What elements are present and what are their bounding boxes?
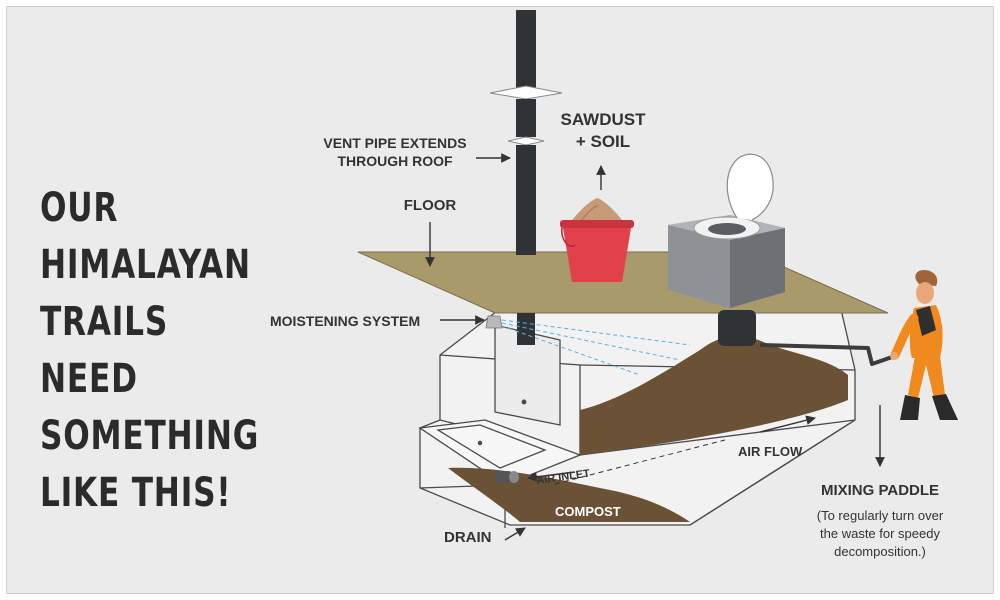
- air-inlet-tube: [494, 471, 519, 483]
- sawdust-bucket-icon: [560, 198, 634, 282]
- mixing-paddle-note: decomposition.): [834, 544, 926, 559]
- worker-icon: [890, 270, 958, 420]
- moistening-nozzle: [485, 315, 691, 376]
- headline-line: HIMALAYAN: [40, 242, 251, 288]
- floor-label: FLOOR: [404, 197, 457, 214]
- headline: OUR HIMALAYAN TRAILS NEED SOMETHING LIKE…: [40, 180, 259, 522]
- drain-label: DRAIN: [444, 529, 492, 546]
- drain-arrow: [504, 527, 526, 541]
- sawdust-label: SAWDUST: [561, 110, 647, 129]
- vent-pipe-icon: [489, 10, 563, 345]
- air-flow-label: AIR FLOW: [738, 444, 803, 459]
- headline-line: NEED: [40, 356, 138, 402]
- headline-line: OUR: [40, 185, 119, 231]
- moistening-system-label: MOISTENING SYSTEM: [270, 313, 420, 329]
- air-flow-arrow: [759, 415, 816, 433]
- drop-pipe: [718, 310, 756, 346]
- vent-pipe-label: THROUGH ROOF: [337, 153, 453, 169]
- mixing-paddle-label: MIXING PADDLE: [821, 482, 939, 499]
- toilet-icon: [668, 153, 785, 308]
- air-inlet-arrow: [527, 471, 576, 482]
- vent-pipe-label: VENT PIPE EXTENDS: [323, 135, 466, 151]
- mixing-paddle-note: (To regularly turn over: [817, 508, 944, 523]
- headline-line: SOMETHING: [40, 413, 260, 459]
- headline-line: LIKE THIS!: [40, 470, 232, 516]
- sawdust-label: + SOIL: [576, 132, 630, 151]
- mixing-paddle-note: the waste for speedy: [820, 526, 940, 541]
- headline-line: TRAILS: [40, 299, 169, 345]
- mixing-paddle-icon: [759, 343, 896, 366]
- air-flow-path: [554, 439, 726, 485]
- compost-label: COMPOST: [555, 504, 621, 519]
